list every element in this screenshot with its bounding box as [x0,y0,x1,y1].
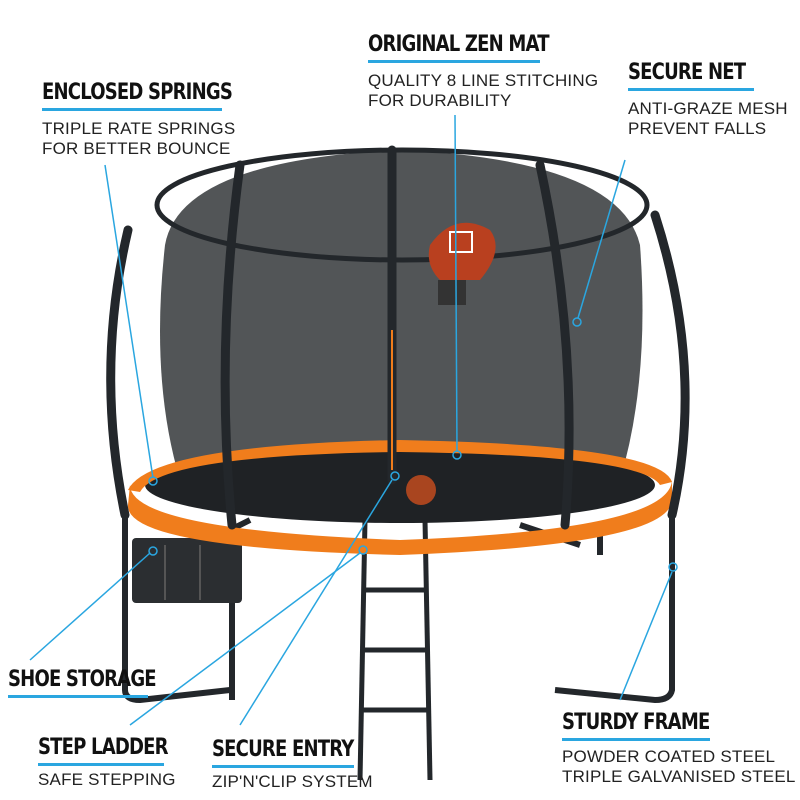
callout-secure-entry: SECURE ENTRY ZIP'N'CLIP SYSTEM [212,737,385,792]
title-underline [42,108,222,111]
callout-title: SECURE NET [628,60,746,85]
callout-title: STURDY FRAME [562,710,710,735]
callout-title: ORIGINAL ZEN MAT [368,32,550,57]
callout-step-ladder: STEP LADDER SAFE STEPPING [38,735,196,790]
callout-text: FOR BETTER BOUNCE [42,139,231,158]
callout-text: PREVENT FALLS [628,119,767,138]
callout-text: POWDER COATED STEEL [562,747,776,766]
title-underline [628,88,754,91]
title-underline [562,738,710,741]
callout-secure-net: SECURE NET ANTI-GRAZE MESH PREVENT FALLS [628,60,788,139]
callout-text: TRIPLE GALVANISED STEEL [562,767,796,786]
callout-text: SAFE STEPPING [38,770,176,789]
callout-lines [29,114,678,726]
callout-zen-mat: ORIGINAL ZEN MAT QUALITY 8 LINE STITCHIN… [368,32,598,111]
callout-title: ENCLOSED SPRINGS [42,80,233,105]
title-underline [38,763,164,766]
callout-enclosed-springs: ENCLOSED SPRINGS TRIPLE RATE SPRINGS FOR… [42,80,274,159]
callout-shoe-storage: SHOE STORAGE [8,667,188,698]
callout-text: FOR DURABILITY [368,91,512,110]
callout-title: SHOE STORAGE [8,667,157,692]
callout-title: STEP LADDER [38,735,169,760]
safety-net [160,150,643,480]
callout-text: ZIP'N'CLIP SYSTEM [212,772,373,791]
jump-mat [145,447,655,523]
callout-text: ANTI-GRAZE MESH [628,99,788,118]
net-top-ring [154,147,650,263]
net-poles [106,145,690,530]
title-underline [8,695,148,698]
ladder [357,519,433,781]
title-underline [368,60,540,63]
callout-title: SECURE ENTRY [212,737,354,762]
spring-pad [127,480,672,555]
callout-sturdy-frame: STURDY FRAME POWDER COATED STEEL TRIPLE … [562,710,796,787]
shoe-storage-bag [132,538,242,603]
basketball-hoop [428,222,496,305]
callout-text: QUALITY 8 LINE STITCHING [368,71,599,90]
title-underline [212,765,354,768]
callout-text: TRIPLE RATE SPRINGS [42,119,236,138]
basketball [406,475,436,505]
